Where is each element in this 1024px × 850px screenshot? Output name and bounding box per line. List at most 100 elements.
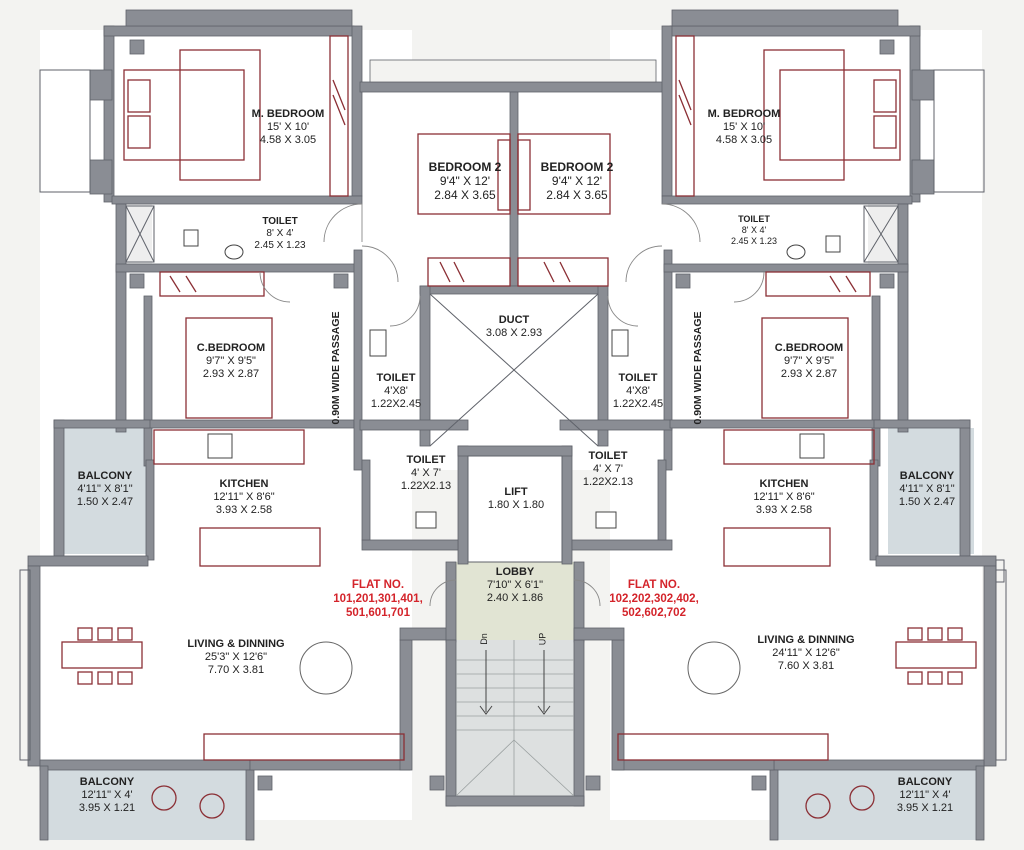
- room-name: M. BEDROOM: [707, 108, 781, 120]
- room-dim-m: 3.93 X 2.58: [755, 504, 813, 516]
- room-dim-m: 7.70 X 3.81: [207, 664, 265, 676]
- room-name: LIVING & DINNING: [757, 634, 855, 646]
- room-dim-ft: 15' X 10': [266, 121, 310, 133]
- room-name: LOBBY: [495, 566, 535, 578]
- room-label-m-bedroom-right: M. BEDROOM 15' X 10' 4.58 X 3.05: [704, 108, 784, 147]
- room-dim-m: 1.50 X 2.47: [76, 496, 134, 508]
- room-dim-ft: 12'11" X 4': [81, 789, 133, 801]
- room-dim-ft: 4'X8': [384, 385, 408, 397]
- furniture: [61, 35, 977, 819]
- room-label-lobby: LOBBY 7'10" X 6'1" 2.40 X 1.86: [470, 566, 560, 605]
- room-dim-ft: 4'11" X 8'1": [899, 483, 955, 495]
- room-dim-ft: 9'4" X 12': [439, 174, 491, 188]
- walls: [27, 9, 997, 841]
- flat-label-right: FLAT NO. 102,202,302,402, 502,602,702: [600, 578, 708, 620]
- flat-label-left: FLAT NO. 101,201,301,401, 501,601,701: [324, 578, 432, 620]
- flat-numbers-line2: 502,602,702: [622, 607, 686, 619]
- room-dim-ft: 12'11" X 8'6": [753, 491, 815, 503]
- room-dim-m: 2.40 X 1.86: [486, 592, 544, 604]
- stair-steps: [455, 640, 575, 797]
- room-dim-ft: 4' X 7': [411, 467, 441, 479]
- room-name: KITCHEN: [759, 478, 809, 490]
- room-label-balcony-bottom-right: BALCONY 12'11" X 4' 3.95 X 1.21: [882, 776, 968, 815]
- balcony-bottom-right-floor: [778, 766, 976, 840]
- room-name: TOILET: [376, 372, 416, 384]
- room-dim-m: 2.45 X 1.23: [254, 240, 306, 251]
- room-dim-m: 2.84 X 3.65: [546, 188, 608, 202]
- room-name: BALCONY: [77, 470, 133, 482]
- room-dim-ft: 9'7" X 9'5": [784, 355, 834, 367]
- room-dim-m: 2.84 X 3.65: [434, 188, 496, 202]
- room-name: BALCONY: [79, 776, 135, 788]
- room-label-balcony-bottom-left: BALCONY 12'11" X 4' 3.95 X 1.21: [64, 776, 150, 815]
- room-label-toilet-low-left: TOILET 4' X 7' 1.22X2.13: [394, 454, 458, 493]
- room-name: TOILET: [588, 450, 628, 462]
- flat-title: FLAT NO.: [627, 579, 681, 591]
- room-dim-ft: 8' X 4': [741, 225, 767, 235]
- room-label-living-left: LIVING & DINNING 25'3" X 12'6" 7.70 X 3.…: [178, 638, 294, 677]
- passage-label-right: 0.90M WIDE PASSAGE: [692, 311, 704, 425]
- passage-label-left: 0.90M WIDE PASSAGE: [330, 311, 342, 425]
- sanitary-fixtures: [183, 229, 841, 529]
- room-dim-ft: 24'11" X 12'6": [772, 647, 840, 659]
- room-label-living-right: LIVING & DINNING 24'11" X 12'6" 7.60 X 3…: [748, 634, 864, 673]
- doors: [259, 203, 765, 607]
- stair-arrows: [479, 650, 551, 715]
- room-name: TOILET: [262, 216, 298, 227]
- room-name: BALCONY: [899, 470, 955, 482]
- room-dim-m: 1.80 X 1.80: [487, 499, 545, 511]
- room-label-toilet-mid-left: TOILET 4'X8' 1.22X2.45: [364, 372, 428, 411]
- room-label-c-bedroom-left: C.BEDROOM 9'7" X 9'5" 2.93 X 2.87: [190, 342, 272, 381]
- room-dim-m: 3.08 X 2.93: [485, 327, 543, 339]
- flat-title: FLAT NO.: [351, 579, 405, 591]
- room-label-toilet-top-left: TOILET 8' X 4' 2.45 X 1.23: [244, 216, 316, 252]
- room-dim-ft: 9'4" X 12': [551, 174, 603, 188]
- room-dim-m: 7.60 X 3.81: [777, 660, 835, 672]
- room-name: M. BEDROOM: [251, 108, 325, 120]
- room-dim-ft: 4' X 7': [593, 463, 623, 475]
- room-dim-m: 3.93 X 2.58: [215, 504, 273, 516]
- room-name: LIFT: [504, 486, 528, 498]
- shafts: [125, 205, 899, 563]
- room-label-bedroom2-right: BEDROOM 2 9'4" X 12' 2.84 X 3.65: [538, 160, 616, 202]
- room-label-lift: LIFT 1.80 X 1.80: [476, 486, 556, 512]
- room-dim-m: 1.22X2.45: [370, 398, 422, 410]
- room-name: TOILET: [618, 372, 658, 384]
- room-label-toilet-top-right: TOILET 8' X 4' 2.45 X 1.23: [724, 214, 784, 247]
- room-dim-m: 4.58 X 3.05: [715, 134, 773, 146]
- flat-numbers-line1: 102,202,302,402,: [609, 593, 699, 605]
- balcony-side-left-floor: [62, 428, 148, 554]
- room-dim-ft: 4'11" X 8'1": [77, 483, 133, 495]
- windows: [19, 69, 1007, 761]
- room-dim-m: 2.45 X 1.23: [730, 236, 778, 246]
- room-dim-m: 3.95 X 1.21: [78, 802, 136, 814]
- room-dim-m: 1.22X2.45: [612, 398, 664, 410]
- room-name: BEDROOM 2: [428, 160, 502, 174]
- room-dim-ft: 15' X 10': [722, 121, 766, 133]
- room-name: C.BEDROOM: [196, 342, 266, 354]
- stairs-floor: [452, 640, 578, 800]
- room-label-balcony-side-left: BALCONY 4'11" X 8'1" 1.50 X 2.47: [62, 470, 148, 509]
- room-label-toilet-low-right: TOILET 4' X 7' 1.22X2.13: [576, 450, 640, 489]
- room-name: LIVING & DINNING: [187, 638, 285, 650]
- room-dim-m: 4.58 X 3.05: [259, 134, 317, 146]
- room-dim-m: 1.22X2.13: [582, 476, 634, 488]
- room-label-m-bedroom-left: M. BEDROOM 15' X 10' 4.58 X 3.05: [248, 108, 328, 147]
- room-name: BEDROOM 2: [540, 160, 614, 174]
- room-label-kitchen-left: KITCHEN 12'11" X 8'6" 3.93 X 2.58: [196, 478, 292, 517]
- room-label-duct: DUCT 3.08 X 2.93: [474, 314, 554, 340]
- flat-numbers-line2: 501,601,701: [346, 607, 410, 619]
- room-dim-m: 2.93 X 2.87: [780, 368, 838, 380]
- room-dim-ft: 12'11" X 4': [899, 789, 951, 801]
- room-dim-ft: 8' X 4': [266, 228, 294, 239]
- room-dim-m: 2.93 X 2.87: [202, 368, 260, 380]
- room-label-toilet-mid-right: TOILET 4'X8' 1.22X2.45: [606, 372, 670, 411]
- flat-numbers-line1: 101,201,301,401,: [333, 593, 423, 605]
- stairs-down-label: Dn: [478, 633, 489, 645]
- balcony-bottom-left-floor: [48, 766, 246, 840]
- room-label-c-bedroom-right: C.BEDROOM 9'7" X 9'5" 2.93 X 2.87: [768, 342, 850, 381]
- lobby-floor: [452, 562, 578, 640]
- room-label-bedroom2-left: BEDROOM 2 9'4" X 12' 2.84 X 3.65: [426, 160, 504, 202]
- room-name: BALCONY: [897, 776, 953, 788]
